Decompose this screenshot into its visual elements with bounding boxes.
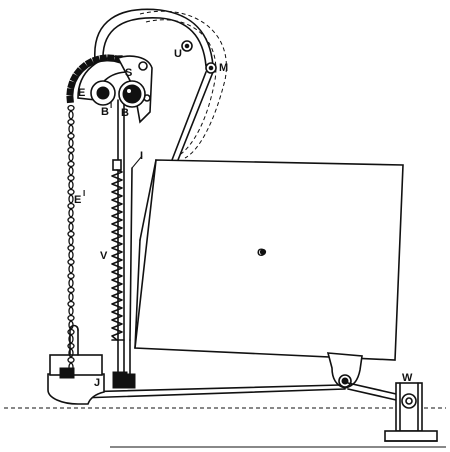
label-m: M — [219, 62, 228, 74]
box-body — [134, 159, 404, 361]
gear-tooth — [67, 80, 77, 90]
gear-tooth — [66, 88, 75, 96]
hanger-bracket — [326, 352, 363, 389]
label-b1: B — [101, 106, 109, 118]
chain-link — [68, 264, 74, 274]
chain-link — [67, 216, 75, 224]
chain-link — [67, 314, 75, 322]
label-e: E — [78, 87, 85, 99]
wheel-b — [118, 80, 146, 108]
gear-tooth — [84, 58, 95, 68]
chain-link — [68, 208, 74, 218]
chain-link — [68, 152, 74, 162]
spring-v — [111, 159, 123, 341]
chain-link — [68, 180, 74, 190]
chain-link — [67, 230, 75, 238]
wheel-e — [90, 80, 116, 106]
chain-link — [68, 124, 74, 134]
chain-link — [68, 278, 74, 288]
gear-tooth — [91, 55, 101, 65]
chain-link — [68, 348, 74, 358]
chain-link — [67, 244, 75, 252]
pivot-m — [205, 62, 217, 74]
chain-link — [68, 306, 74, 316]
label-e1: E — [74, 194, 81, 206]
chain-link — [67, 286, 75, 294]
label-i: I — [140, 150, 143, 162]
chain-link — [68, 166, 74, 176]
chain-link — [68, 236, 74, 246]
gear-tooth — [78, 61, 89, 72]
chain-link — [67, 258, 75, 266]
label-u: U — [174, 48, 182, 60]
chain-link — [68, 320, 74, 330]
chain-link — [67, 146, 75, 154]
chain-e1 — [67, 104, 75, 372]
chain-link — [68, 194, 74, 204]
gear-tooth — [69, 73, 80, 83]
gear-tooth — [99, 54, 108, 63]
chain-link — [67, 118, 75, 126]
chain-link — [68, 292, 74, 302]
chain-link — [67, 104, 75, 112]
gear-tooth — [106, 54, 115, 62]
chain-link — [68, 110, 74, 120]
chain-link — [68, 222, 74, 232]
label-j: J — [94, 377, 100, 389]
chain-link — [67, 202, 75, 210]
chain-link — [67, 160, 75, 168]
chain-link — [67, 132, 75, 140]
chain-link — [68, 334, 74, 344]
label-b1-sup: I — [110, 101, 112, 110]
label-s: S — [125, 67, 132, 79]
gear-tooth — [66, 95, 74, 104]
rods — [111, 99, 136, 389]
chain-link — [68, 250, 74, 260]
label-e1-sup: I — [83, 189, 85, 198]
gear-tooth — [73, 67, 84, 78]
chain-link — [68, 362, 74, 372]
chain-link — [68, 138, 74, 148]
label-b: B — [121, 107, 129, 119]
chain-link — [67, 300, 75, 308]
chain-link — [67, 328, 75, 336]
curved-arm — [94, 8, 227, 161]
chain-link — [67, 188, 75, 196]
label-o: O — [257, 247, 266, 259]
chain-link — [67, 174, 75, 182]
foot-j — [47, 324, 105, 405]
label-v: V — [100, 250, 108, 262]
chain-link — [67, 356, 75, 364]
label-w: W — [402, 372, 413, 384]
leader-i — [131, 155, 143, 169]
chain-link — [67, 272, 75, 280]
pivot-u — [181, 40, 193, 52]
pedestal-w — [384, 382, 438, 442]
chain-link — [67, 342, 75, 350]
